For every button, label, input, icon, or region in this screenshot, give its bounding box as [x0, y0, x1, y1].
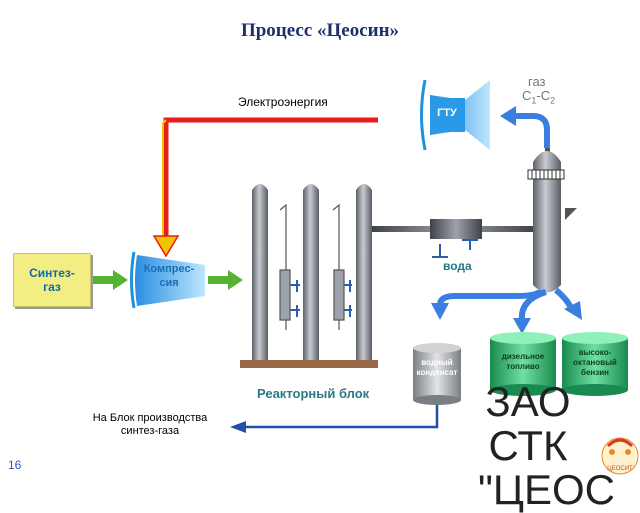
tank-gasoline — [562, 332, 628, 396]
distillation-column — [527, 148, 577, 293]
synthesis-gas-block: Синтез- газ — [13, 253, 91, 307]
tank-gasoline-label: высоко- октановый бензин — [573, 348, 617, 377]
electricity-arrowhead — [152, 235, 180, 258]
electricity-arrow — [163, 117, 378, 240]
compressor-to-reactor-arrow — [208, 270, 243, 290]
compressor — [130, 251, 205, 309]
gas-formula-label: C1-C2 — [522, 88, 556, 106]
gtu-turbine — [420, 79, 490, 151]
process-diagram: ЦЕОСИТ — [89, 79, 639, 475]
return-destination-label: На Блок производства синтез-газа — [92, 412, 208, 437]
reactor-column-3 — [356, 184, 372, 360]
reactor-column-1 — [252, 184, 268, 360]
reactor-column-2 — [303, 184, 319, 360]
cooler — [430, 219, 482, 239]
company-watermark: ЗАО СТК "ЦЕОС — [478, 378, 615, 513]
company-logo: ЦЕОСИТ — [601, 437, 639, 475]
cooler-water-lines — [432, 239, 478, 258]
svg-text:ЦЕОСИТ: ЦЕОСИТ — [607, 466, 633, 472]
page-number: 16 — [8, 458, 22, 472]
product-arrows — [437, 287, 575, 321]
electricity-label: Электроэнергия — [238, 95, 328, 109]
feed-arrow — [89, 270, 128, 290]
reactor-piping — [279, 203, 352, 330]
return-arrow — [245, 405, 439, 429]
gas-arrow — [512, 113, 550, 148]
compressor-label: Компрес- сия — [143, 263, 195, 289]
gtu-label: ГТУ — [437, 107, 457, 119]
water-label: вода — [443, 259, 472, 273]
gas-label: газ — [528, 74, 546, 89]
tank-diesel — [490, 332, 556, 396]
tank-water-label: водный конденсат — [416, 358, 458, 377]
reactor-block-label: Реакторный блок — [257, 386, 370, 401]
page-title: Процесс «Цеосин» — [240, 20, 400, 41]
tank-water — [413, 343, 461, 405]
reactor-base — [240, 360, 378, 368]
tank-diesel-label: дизельное топливо — [501, 352, 545, 371]
